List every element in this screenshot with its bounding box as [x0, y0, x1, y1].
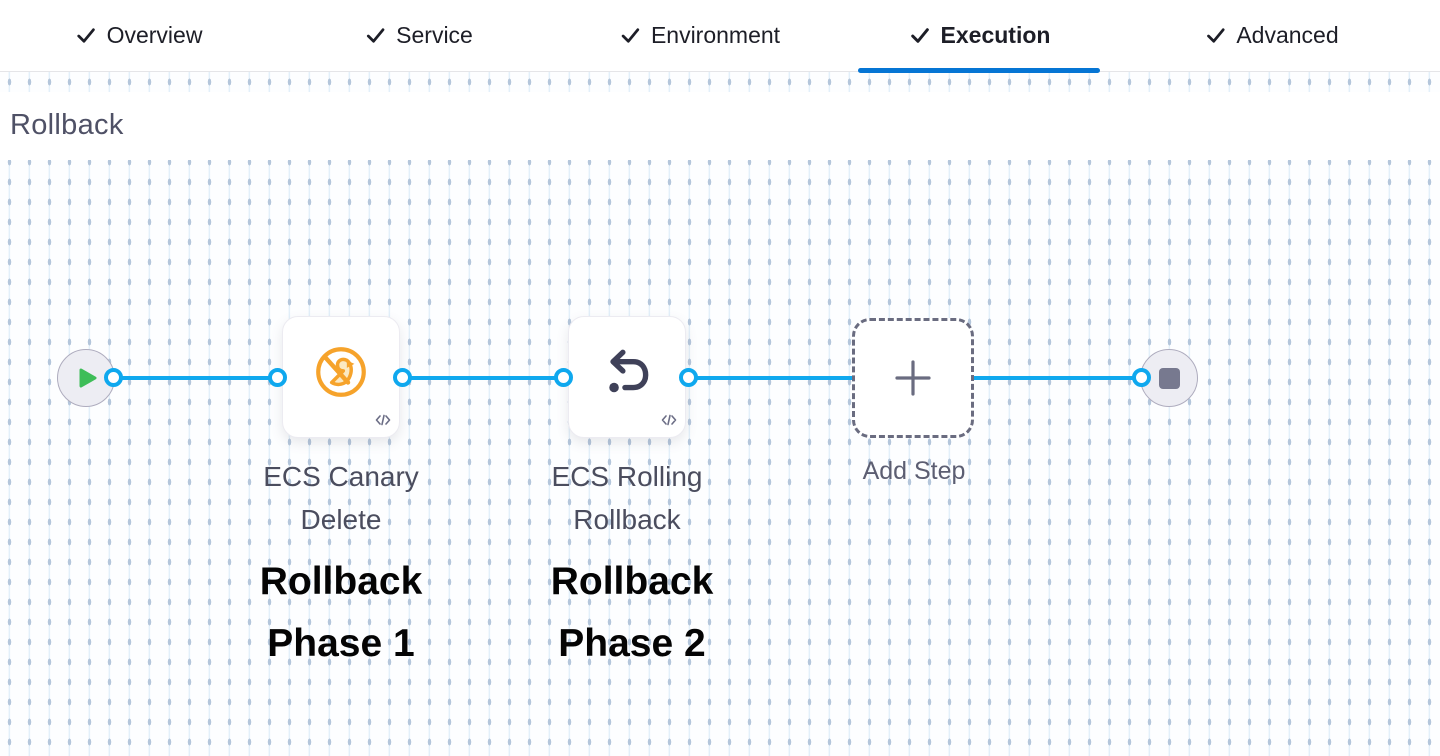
- check-icon: [76, 25, 97, 46]
- edge-addstep-to-end: [972, 376, 1142, 380]
- edge-step2-to-addstep: [688, 376, 854, 380]
- tab-execution[interactable]: Execution: [910, 0, 1051, 71]
- stop-icon: [1158, 367, 1180, 389]
- section-title-strip: Rollback: [0, 92, 1440, 160]
- add-step-button[interactable]: [852, 318, 974, 438]
- canary-delete-icon: [313, 344, 369, 400]
- edge-step1-to-step2: [402, 376, 564, 380]
- tab-service[interactable]: Service: [365, 0, 473, 71]
- code-icon: [375, 413, 391, 431]
- stage-config-tabbar: Overview Service Environment Execution A…: [0, 0, 1440, 73]
- tab-overview[interactable]: Overview: [76, 0, 203, 71]
- plus-icon: [893, 358, 933, 398]
- tab-environment-label: Environment: [650, 22, 781, 48]
- port-step1-out[interactable]: [393, 368, 412, 387]
- rollback-arrow-icon: [598, 347, 656, 397]
- step-name-label: ECS Canary Delete: [263, 461, 419, 535]
- step-card-ecs-rolling-rollback[interactable]: [568, 316, 686, 438]
- port-start-out[interactable]: [104, 368, 123, 387]
- step-name-label: ECS Rolling Rollback: [551, 461, 703, 535]
- rollback-phase-1-annotation: Rollback Phase 1: [259, 560, 423, 665]
- tab-overview-label: Overview: [106, 22, 203, 48]
- tab-environment[interactable]: Environment: [620, 0, 780, 71]
- step-card-ecs-canary-delete[interactable]: [282, 316, 400, 438]
- play-icon: [77, 367, 99, 389]
- port-step1-in[interactable]: [268, 368, 287, 387]
- tab-advanced-label: Advanced: [1236, 22, 1339, 48]
- add-step-label: Add Step: [862, 457, 966, 485]
- section-title: Rollback: [10, 109, 124, 141]
- code-icon: [661, 413, 677, 431]
- tab-execution-label: Execution: [940, 22, 1051, 48]
- tab-advanced[interactable]: Advanced: [1205, 0, 1339, 71]
- active-tab-underline: [858, 68, 1100, 73]
- check-icon: [910, 25, 931, 46]
- port-end-in[interactable]: [1132, 368, 1151, 387]
- tab-service-label: Service: [396, 22, 473, 48]
- edge-start-to-step1: [114, 376, 278, 380]
- port-step2-in[interactable]: [554, 368, 573, 387]
- port-step2-out[interactable]: [679, 368, 698, 387]
- pipeline-canvas[interactable]: Rollback: [0, 72, 1440, 756]
- rollback-phase-2-annotation: Rollback Phase 2: [550, 560, 714, 665]
- check-icon: [365, 25, 386, 46]
- check-icon: [620, 25, 641, 46]
- check-icon: [1205, 25, 1226, 46]
